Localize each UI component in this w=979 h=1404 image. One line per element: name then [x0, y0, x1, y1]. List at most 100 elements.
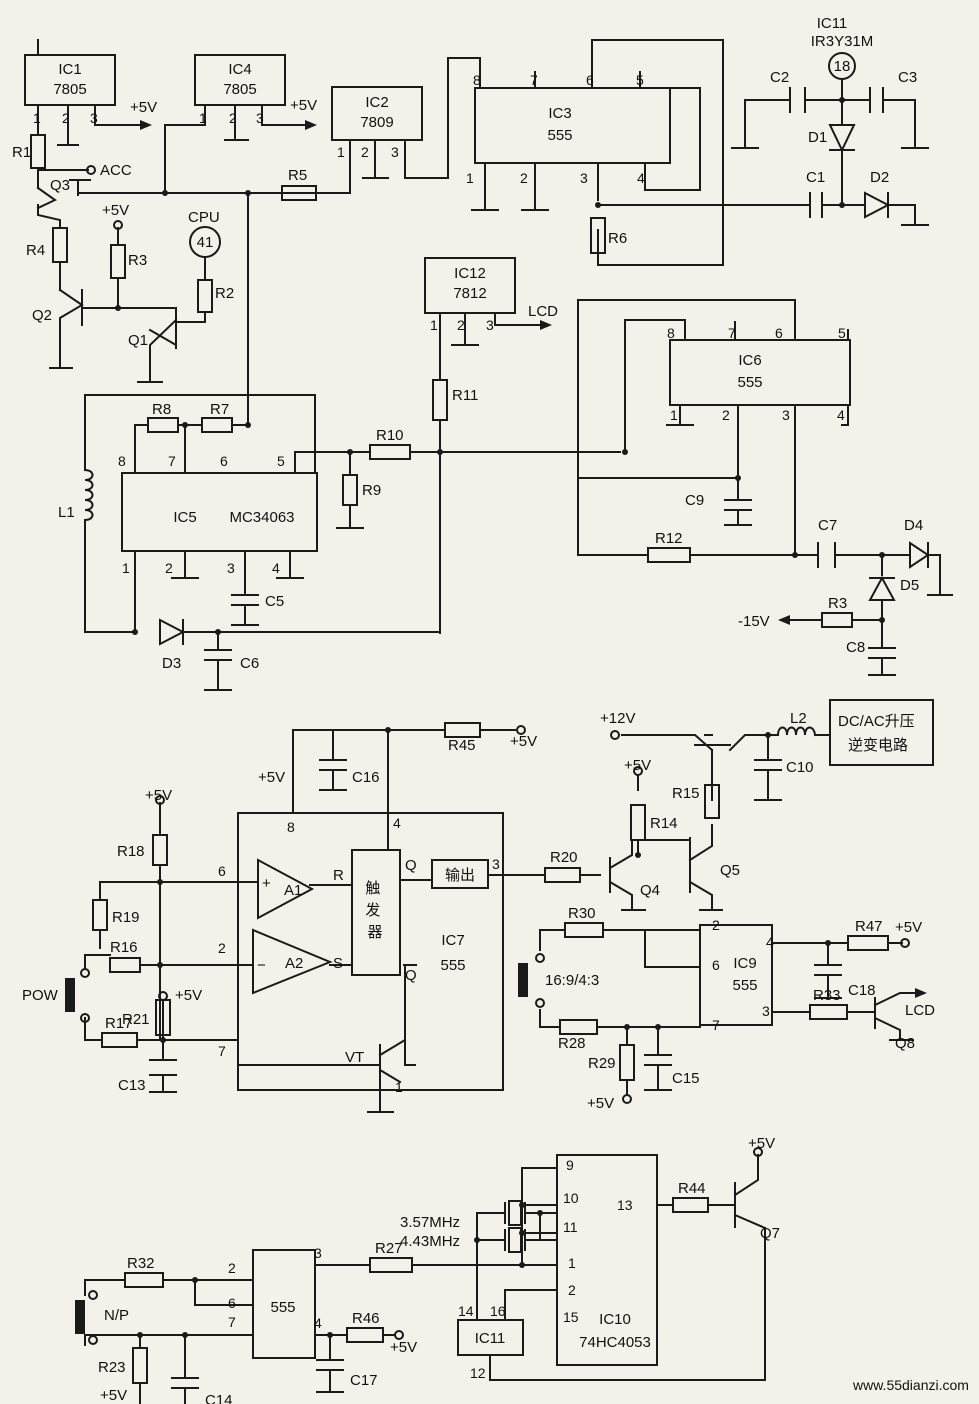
svg-text:14: 14 [458, 1303, 474, 1319]
label-m15v: -15V [738, 613, 770, 630]
ic4-name: IC4 [228, 61, 251, 78]
label-5v-g: +5V [145, 787, 172, 804]
lbl-r47: R47 [855, 918, 883, 935]
lbl-q1: Q1 [128, 332, 148, 349]
svg-text:10: 10 [563, 1190, 579, 1206]
d5 [868, 575, 896, 601]
switch-pow[interactable] [65, 968, 90, 1023]
label-lcd-a: LCD [528, 303, 558, 320]
lbl-q3: Q3 [50, 177, 70, 194]
ic12-body [424, 257, 516, 314]
r47 [847, 935, 889, 951]
c7 [817, 542, 836, 568]
q3 [36, 179, 91, 210]
r8 [147, 417, 179, 433]
r3 [110, 244, 126, 279]
xtal-443 [504, 1227, 526, 1253]
ic3-part: 555 [547, 127, 572, 144]
ic3-body [474, 87, 671, 164]
ic11top-part: IR3Y31M [811, 33, 874, 50]
r5 [281, 185, 317, 201]
svg-text:7: 7 [168, 453, 176, 469]
svg-text:1: 1 [466, 170, 474, 186]
c6 [204, 649, 232, 661]
switch-np[interactable] [75, 1290, 98, 1345]
lbl-r6: R6 [608, 230, 627, 247]
lbl-d5: D5 [900, 577, 919, 594]
svg-text:3: 3 [314, 1245, 322, 1261]
svg-text:4: 4 [766, 934, 774, 950]
lbl-d1: D1 [808, 129, 827, 146]
svg-text:3: 3 [492, 856, 500, 872]
svg-text:7: 7 [712, 1017, 720, 1033]
label-q: Q [405, 857, 417, 874]
svg-text:6: 6 [220, 453, 228, 469]
svg-text:11: 11 [563, 1219, 578, 1235]
r10 [369, 444, 411, 460]
switches [65, 953, 545, 1345]
arrows [140, 120, 927, 998]
dcac-block [829, 699, 934, 766]
ic2-name: IC2 [365, 94, 388, 111]
lbl-c10: C10 [786, 759, 814, 776]
svg-text:7: 7 [228, 1314, 236, 1330]
lbl-q5: Q5 [720, 862, 740, 879]
switch-16-9[interactable] [518, 953, 545, 1008]
ic5-part: MC34063 [229, 509, 294, 526]
r7 [201, 417, 233, 433]
lbl-r10: R10 [376, 427, 404, 444]
svg-text:7: 7 [530, 72, 538, 88]
lbl-r18: R18 [117, 843, 145, 860]
lbl-c1: C1 [806, 169, 825, 186]
label-xtal2: 4.43MHz [400, 1233, 460, 1250]
r1 [30, 134, 46, 169]
lbl-r9: R9 [362, 482, 381, 499]
a1-triangle [257, 858, 315, 920]
svg-text:2: 2 [722, 407, 730, 423]
ic10-body [556, 1154, 658, 1366]
trigger-label: 触 发 器 [365, 880, 384, 941]
svg-text:3: 3 [256, 110, 264, 126]
svg-text:9: 9 [566, 1157, 574, 1173]
svg-text:7: 7 [728, 325, 736, 341]
ic9-part: 555 [732, 977, 757, 994]
ic6-body [669, 339, 851, 406]
r9 [342, 474, 358, 506]
svg-text:1: 1 [33, 110, 41, 126]
svg-text:3: 3 [227, 560, 235, 576]
label-plus: + [262, 875, 271, 892]
inductors [83, 468, 817, 737]
label-dcac-2: 逆变电路 [848, 737, 908, 754]
svg-text:3: 3 [90, 110, 98, 126]
label-ratio: 16:9/4:3 [545, 972, 599, 989]
lbl-r3: R3 [128, 252, 147, 269]
label-5v-f: +5V [258, 769, 285, 786]
r46 [346, 1327, 384, 1343]
lbl-r23: R23 [98, 1359, 126, 1376]
ic2-part: 7809 [360, 114, 393, 131]
label-s: S [333, 955, 343, 972]
trigger-block [351, 849, 401, 976]
ic555b-part: 555 [270, 1299, 295, 1316]
label-minus: − [257, 957, 266, 974]
trigger-char-2: 发 [365, 902, 380, 919]
label-a1: A1 [284, 882, 302, 899]
transistors [36, 179, 876, 1228]
c2 [789, 87, 806, 113]
ic12-name: IC12 [454, 265, 486, 282]
svg-text:6: 6 [218, 863, 226, 879]
lbl-q4: Q4 [640, 882, 660, 899]
c8 [868, 647, 896, 659]
lbl-r7: R7 [210, 401, 229, 418]
r23 [132, 1347, 148, 1384]
lbl-c2: C2 [770, 69, 789, 86]
label-5v-b: +5V [290, 97, 317, 114]
r17 [101, 1032, 138, 1048]
svg-text:2: 2 [229, 110, 237, 126]
ic10-name: IC10 [599, 1311, 631, 1328]
lbl-r1: R1 [12, 144, 31, 161]
r18 [152, 834, 168, 866]
lbl-r11: R11 [452, 387, 478, 404]
svg-text:4: 4 [637, 170, 645, 186]
svg-text:4: 4 [393, 815, 401, 831]
